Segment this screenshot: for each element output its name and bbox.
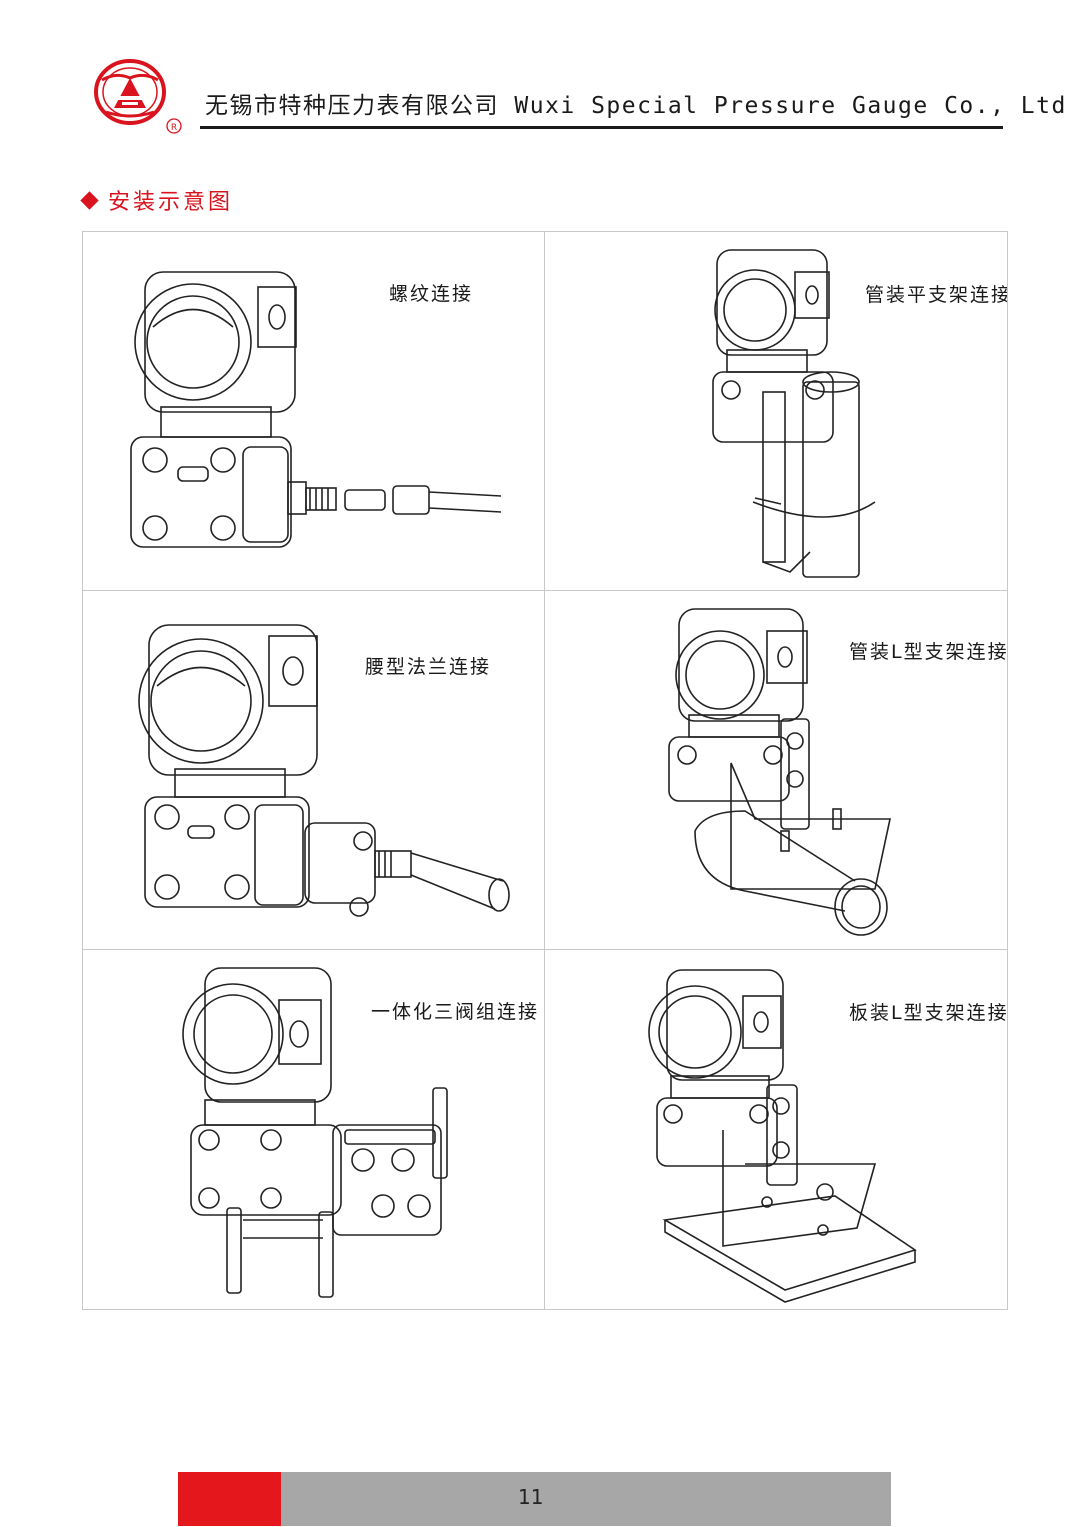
diagram-label: 板装L型支架连接 [849, 1002, 1007, 1024]
diagram-label: 管装L型支架连接 [849, 641, 1007, 663]
diagram-label: 管装平支架连接 [865, 284, 1007, 306]
diagram-pipe-flat-bracket: 管装平支架连接 [545, 232, 1007, 591]
registered-mark: R [171, 123, 177, 133]
company-logo: R [94, 59, 182, 134]
threaded-connection-illustration [130, 271, 502, 548]
three-valve-manifold-illustration [182, 967, 448, 1298]
pipe-flat-bracket-illustration [712, 249, 876, 578]
header-rule [200, 126, 1003, 129]
page-header: R 无锡市特种压力表有限公司 Wuxi Special Pressure Gau… [0, 0, 1080, 150]
oval-flange-illustration [138, 624, 510, 917]
panel-l-bracket-illustration [648, 969, 917, 1303]
page-number: 11 [518, 1485, 544, 1509]
company-name: 无锡市特种压力表有限公司 Wuxi Special Pressure Gauge… [205, 93, 1067, 119]
diagram-threaded-connection: 螺纹连接 [83, 232, 545, 591]
diagram-label: 一体化三阀组连接 [371, 1001, 540, 1023]
pipe-l-bracket-illustration [668, 608, 891, 936]
diamond-bullet-icon [80, 190, 99, 210]
diagram-pipe-l-bracket: 管装L型支架连接 [545, 591, 1007, 950]
page-footer: 11 [178, 1472, 891, 1526]
footer-accent-block [178, 1472, 281, 1526]
diagram-oval-flange: 腰型法兰连接 [83, 591, 545, 950]
diagram-panel-l-bracket: 板装L型支架连接 [545, 950, 1007, 1309]
diagram-three-valve-manifold: 一体化三阀组连接 [83, 950, 545, 1309]
section-title: 安装示意图 [108, 190, 234, 215]
diagram-label: 螺纹连接 [389, 283, 474, 305]
diagram-label: 腰型法兰连接 [365, 656, 492, 678]
installation-diagram-grid: 螺纹连接 管装平支架连接 [82, 231, 1008, 1310]
section-heading: 安装示意图 [78, 184, 233, 216]
